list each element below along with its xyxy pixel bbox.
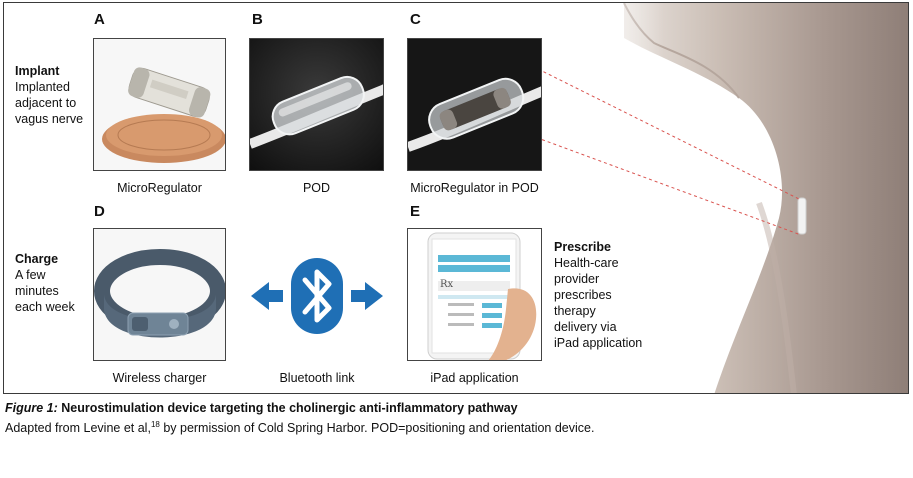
bluetooth-link-graphic	[251, 258, 383, 334]
panel-letter-e: E	[410, 203, 421, 220]
prescribe-line: provider	[554, 272, 600, 286]
charge-title: Charge	[15, 252, 59, 266]
prescribe-line: prescribes	[554, 288, 612, 302]
charge-text: Charge A few minutes each week	[15, 251, 75, 315]
prescribe-line: therapy	[554, 304, 596, 318]
charge-line: A few	[15, 268, 46, 282]
caption-b: POD	[302, 181, 331, 195]
charge-line: minutes	[15, 284, 59, 298]
dashed-connector	[496, 60, 802, 236]
implant-line: adjacent to	[15, 96, 77, 110]
figure-note-before: Adapted from Levine et al,	[5, 421, 151, 436]
caption-e: iPad application	[430, 371, 519, 385]
implant-line: Implanted	[15, 80, 70, 94]
panel-letter-b: B	[252, 11, 263, 28]
panel-letter-c: C	[410, 11, 421, 28]
panel-letter-d: D	[94, 203, 105, 220]
implant-text: Implant Implanted adjacent to vagus nerv…	[15, 63, 83, 127]
rx-symbol: Rx	[440, 279, 454, 290]
prescribe-title: Prescribe	[554, 240, 611, 254]
caption-c: MicroRegulator in POD	[410, 181, 539, 195]
caption-a: MicroRegulator	[117, 181, 202, 195]
arrow-left-icon	[251, 282, 283, 310]
prescribe-line: Health-care	[554, 256, 619, 270]
caption-d: Wireless charger	[112, 371, 207, 385]
figure-note-ref: 18	[150, 420, 160, 429]
microregulator-in-pod-photo	[407, 38, 542, 171]
microregulator-photo	[93, 38, 226, 171]
figure-title: Figure 1: Neurostimulation device target…	[5, 401, 518, 415]
panel-letter-a: A	[94, 11, 105, 28]
wireless-charger-photo	[93, 228, 226, 361]
implant-line: vagus nerve	[15, 112, 84, 126]
figure-title-text: Neurostimulation device targeting the ch…	[61, 401, 518, 415]
caption-bluetooth: Bluetooth link	[279, 371, 355, 385]
pod-photo	[249, 38, 384, 171]
neck-photo	[564, 3, 908, 393]
figure-label: Figure 1:	[5, 401, 58, 415]
ipad-photo: Rx	[407, 228, 542, 361]
implant-title: Implant	[15, 64, 60, 78]
figure-note: Adapted from Levine et al,18 by permissi…	[5, 420, 594, 435]
figure-frame: Implant Implanted adjacent to vagus nerv…	[3, 2, 909, 394]
prescribe-text: Prescribe Health-care provider prescribe…	[554, 239, 642, 351]
charge-line: each week	[15, 300, 75, 314]
bluetooth-icon	[291, 258, 343, 334]
implanted-device	[797, 197, 807, 235]
prescribe-line: iPad application	[554, 336, 643, 350]
arrow-right-icon	[351, 282, 383, 310]
figure-note-after: by permission of Cold Spring Harbor. POD…	[159, 421, 595, 436]
prescribe-line: delivery via	[554, 320, 617, 334]
